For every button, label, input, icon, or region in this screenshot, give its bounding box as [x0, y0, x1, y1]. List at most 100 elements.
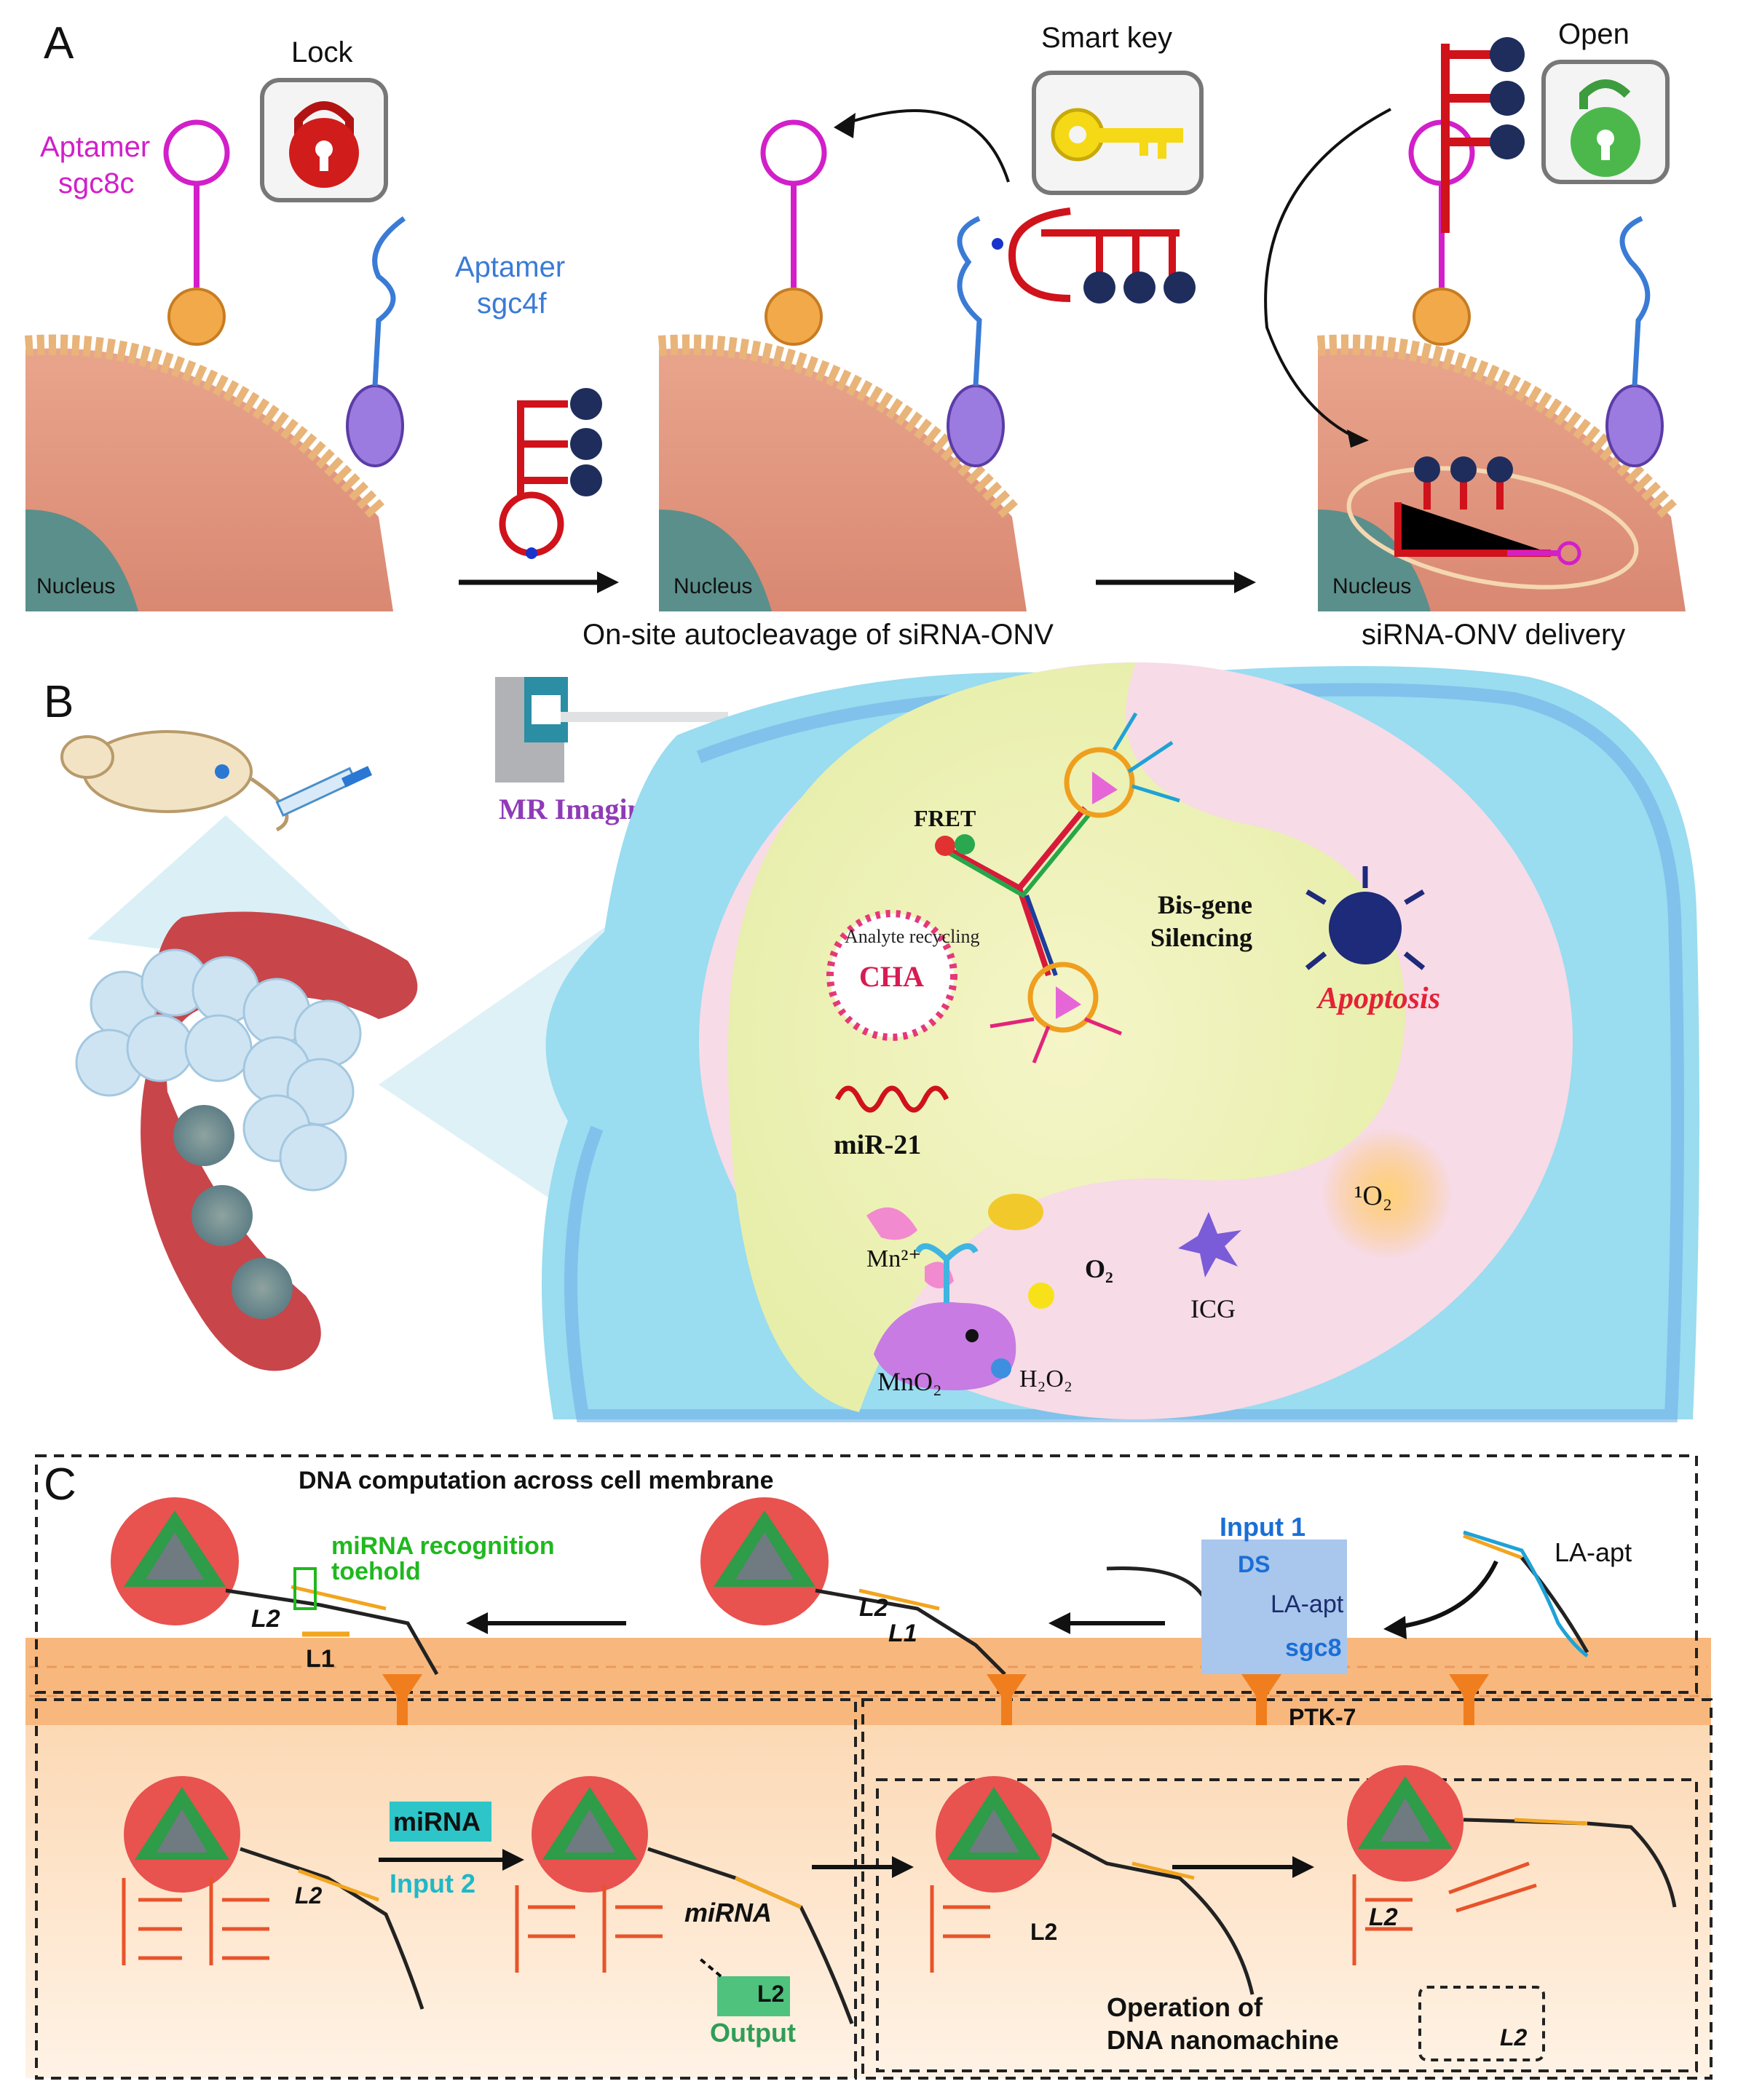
- o2-label: O₂: [1085, 1254, 1113, 1283]
- mirna-strand-label: miRNA: [684, 1898, 772, 1927]
- aptamer-sgc4f-1: [372, 216, 406, 387]
- singlet-o2-label: ¹O₂: [1354, 1181, 1392, 1211]
- syringe-icon: [275, 766, 373, 817]
- computation-box: [35, 1454, 1698, 1694]
- h2o2-label: H₂O₂: [1019, 1366, 1073, 1392]
- curved-arrow-a: [844, 109, 1010, 183]
- oxygen-bubble-2: [988, 1194, 1043, 1230]
- hairpins: [122, 1861, 1537, 1973]
- cell-3: [1316, 119, 1686, 611]
- output-box: [717, 1976, 790, 2016]
- l2-dashed-box: [1418, 1986, 1545, 2061]
- panel-a-letter: A: [44, 18, 74, 68]
- receptor-purple-1: [346, 384, 404, 467]
- icg-label: ICG: [1190, 1294, 1236, 1323]
- computation-title: DNA computation across cell membrane: [299, 1467, 773, 1494]
- oxygen-bubble-1: [1028, 1283, 1054, 1309]
- cha-ring-label: Analyte recycling: [845, 926, 980, 947]
- nanosphere-bottom-2: [532, 1776, 648, 1893]
- whale-mno2: [874, 1243, 1016, 1390]
- key-icon: [1051, 108, 1183, 162]
- pink-splash: [866, 1207, 954, 1288]
- singlet-oxygen-burst: [1322, 1128, 1453, 1259]
- cleaved-onv: [1008, 207, 1196, 304]
- mno2-label: MnO₂: [877, 1367, 942, 1396]
- mirna-input-box: [390, 1802, 491, 1842]
- arrow-a1-head: [597, 571, 619, 593]
- aptamer-sgc8c-loop-1: [163, 119, 230, 186]
- bis-gene-label-2: Silencing: [1150, 923, 1252, 952]
- cell-1: Nucleus: [24, 119, 406, 611]
- aptamer-sgc8c-label-1: Aptamer: [40, 131, 150, 163]
- nanoparticle-2: [191, 1185, 253, 1246]
- mir21-strand: [834, 1085, 949, 1113]
- aptamer-sgc8c-label-2: sgc8c: [58, 167, 135, 199]
- nanosphere-top-2: [700, 1497, 829, 1625]
- h2o2-dot: [991, 1358, 1011, 1379]
- mirna-recognition-label-2: toehold: [331, 1558, 421, 1585]
- nanoparticle-1: [173, 1105, 234, 1166]
- cha-cycle: [826, 910, 957, 1041]
- panel-a: A Nucleus Aptamer sgc8c Aptamer sgc4f Lo…: [24, 18, 1686, 651]
- panel-c-letter: C: [44, 1459, 76, 1510]
- dna-strands-bottom: [240, 1818, 1677, 2024]
- bis-gene-label-1: Bis-gene: [1158, 890, 1252, 919]
- operation-label-1: Operation of: [1107, 1992, 1263, 2022]
- virus-icon: [1305, 866, 1426, 970]
- aptamer-sgc4f-label-2: sgc4f: [477, 288, 547, 320]
- la-apt-free-strand: [1463, 1530, 1589, 1657]
- mouse-icon: [60, 730, 289, 832]
- nanoparticle-3: [232, 1258, 293, 1319]
- tumor-cluster: [75, 948, 362, 1192]
- la-apt-label-box: LA-apt: [1271, 1590, 1344, 1618]
- cell-1-cytoplasm: [25, 348, 393, 611]
- right-lower-box: [861, 1698, 1713, 2080]
- operation-label-2: DNA nanomachine: [1107, 2025, 1339, 2055]
- l1-label-b: L1: [888, 1620, 917, 1647]
- cytoplasm-region: [25, 1725, 1711, 2078]
- nucleus-label-2: Nucleus: [674, 574, 752, 598]
- lipid-bilayer-pattern: [29, 1665, 1707, 1697]
- input1-box: [1201, 1540, 1347, 1674]
- open-label: Open: [1558, 18, 1630, 50]
- l2-label-a: L2: [251, 1605, 280, 1633]
- cytoplasm-box: [35, 1698, 857, 2080]
- toehold-box: [293, 1567, 317, 1610]
- input1-label: Input 1: [1220, 1512, 1306, 1542]
- caption-autocleavage: On-site autocleavage of siRNA-ONV: [582, 619, 1054, 651]
- nanosphere-top-1: [111, 1497, 239, 1625]
- output-dashed-arrow: [698, 1957, 722, 1978]
- nanosphere-bottom-4: [1347, 1765, 1464, 1882]
- curved-arrow-a2: [1264, 108, 1391, 438]
- l2-label-g: L2: [1500, 2024, 1528, 2051]
- panel-b-letter: B: [44, 677, 74, 727]
- mirna-box-label: miRNA: [393, 1807, 481, 1836]
- mn-label: Mn²⁺: [866, 1245, 921, 1272]
- blood-vessel: [141, 911, 418, 1371]
- ptk7-receptors: [382, 1674, 1489, 1725]
- arrow-c3: [1397, 1560, 1498, 1629]
- mir21-label: miR-21: [834, 1130, 921, 1160]
- l2-label-d: L2: [757, 1981, 784, 2007]
- dna-nanostructure: [935, 712, 1180, 1063]
- lock-icon: [289, 101, 359, 188]
- nanosphere-bottom-3: [936, 1776, 1052, 1893]
- released-onv: [1441, 37, 1525, 233]
- ds-label: DS: [1238, 1551, 1270, 1577]
- nanomachine-box: [876, 1778, 1698, 2072]
- output-label: Output: [710, 2018, 796, 2048]
- cha-label: CHA: [859, 960, 924, 993]
- icg-star: [1178, 1212, 1241, 1277]
- nanosphere-bottom-1: [124, 1776, 240, 1893]
- cell-1-membrane: [24, 334, 387, 520]
- mri-icon: [495, 677, 728, 782]
- cell-2: [657, 119, 1027, 611]
- unlock-icon: [1571, 79, 1640, 177]
- membrane-band: [25, 1638, 1711, 1725]
- l2-label-e: L2: [1030, 1919, 1057, 1945]
- caption-delivery: siRNA-ONV delivery: [1362, 619, 1625, 651]
- aptamer-sgc4f-label-1: Aptamer: [455, 251, 565, 283]
- sirna-onv-free: [499, 388, 602, 559]
- lock-label: Lock: [291, 36, 353, 68]
